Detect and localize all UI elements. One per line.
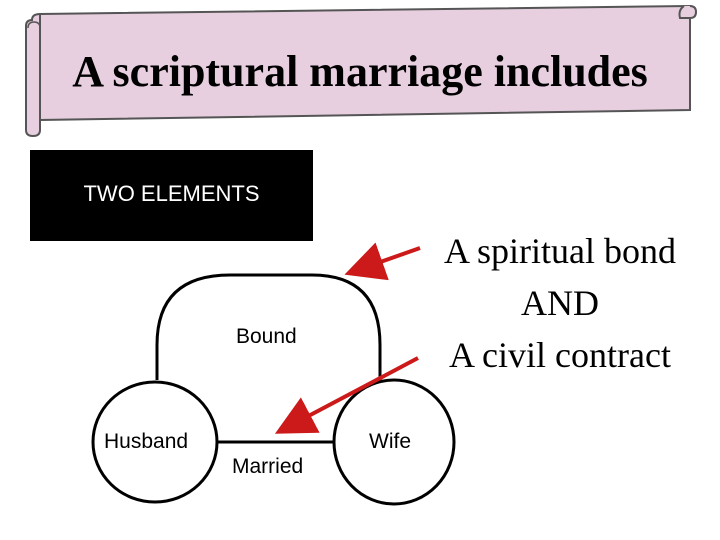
arrow-to-married [274,356,419,434]
bond-line-and: AND [521,283,599,323]
husband-label: Husband [104,430,189,453]
wife-label: Wife [369,430,411,453]
two-elements-box: TWO ELEMENTS [30,150,313,241]
scroll-banner [25,4,698,138]
bond-line-civil: A civil contract [449,335,671,375]
page-title: A scriptural marriage includes [72,47,648,96]
bound-label: Bound [236,325,297,348]
husband-circle [91,380,219,504]
bond-line-spiritual: A spiritual bond [444,231,676,271]
bound-arch [155,273,382,380]
two-elements-label: TWO ELEMENTS [83,181,260,206]
bond-description: A spiritual bond AND A civil contract [420,225,700,381]
wife-circle [332,378,456,506]
married-label: Married [232,455,304,478]
arrow-to-bound [344,242,421,281]
